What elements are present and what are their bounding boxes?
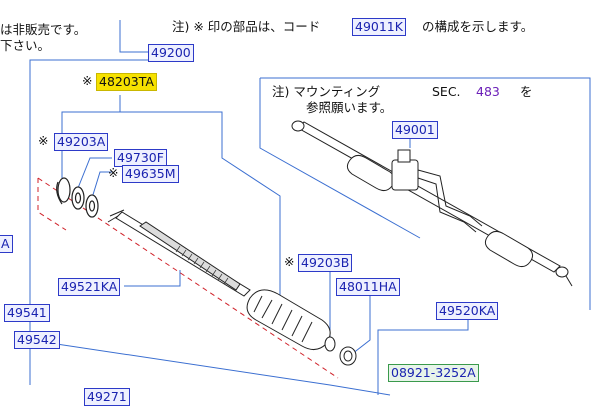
part-48203ta[interactable]: 48203TA — [96, 73, 157, 91]
part-49200[interactable]: 49200 — [148, 44, 194, 62]
part-08921-3252a[interactable]: 08921-3252A — [388, 364, 479, 382]
part-49541[interactable]: 49541 — [4, 304, 50, 322]
part-49203b[interactable]: 49203B — [298, 254, 353, 272]
part-49542[interactable]: 49542 — [14, 331, 60, 349]
asterisk-mark-49635m: ※ — [108, 165, 119, 180]
part-49203a[interactable]: 49203A — [54, 133, 109, 151]
bracket-48203ta-right — [120, 111, 281, 310]
rack-bar — [107, 209, 251, 297]
part-49520ka[interactable]: 49520KA — [436, 302, 499, 320]
note-please: 下さい。 — [0, 38, 51, 53]
part-edge-a[interactable]: A — [0, 235, 13, 253]
note-asterisk-suffix: の構成を示します。 — [422, 19, 534, 34]
asterisk-mark-49203b: ※ — [284, 254, 295, 269]
rack-teeth — [175, 245, 229, 285]
part-bottom-partial[interactable]: 49271 — [84, 388, 130, 406]
part-49635m[interactable]: 49635M — [122, 165, 179, 183]
note-mounting-suffix: を — [520, 84, 533, 99]
boot — [246, 289, 357, 366]
asterisk-mark-48203ta: ※ — [82, 73, 93, 88]
frame-bottom — [29, 339, 391, 396]
frame-49001-left — [259, 78, 421, 239]
steering-gear — [291, 120, 573, 287]
cut-line — [37, 177, 339, 379]
note-asterisk-prefix: 注) ※ 印の部品は、コード — [172, 19, 321, 34]
leader-49730f — [77, 157, 112, 189]
leader-49200 — [119, 20, 148, 53]
washers — [56, 177, 99, 218]
part-48011ha[interactable]: 48011HA — [336, 278, 400, 296]
note-mounting-line2: 参照願います。 — [306, 100, 393, 115]
note-mounting-prefix: 注) マウンティング — [272, 84, 381, 99]
note-not-sold: は非販売です。 — [0, 22, 87, 37]
frame-left — [29, 59, 160, 385]
leader-49635m — [91, 171, 112, 199]
asterisk-mark-49203a: ※ — [38, 133, 49, 148]
leader-48011ha — [351, 294, 371, 355]
part-49001[interactable]: 49001 — [392, 121, 438, 139]
leader-49520ka — [377, 318, 469, 395]
part-49730f[interactable]: 49730F — [114, 149, 167, 167]
leader-49521ka — [124, 270, 181, 287]
cut-line-left — [37, 178, 67, 231]
frame-49001-top — [260, 77, 591, 310]
sec-483-link[interactable]: 483 — [476, 84, 500, 99]
part-49011k-link[interactable]: 49011K — [352, 18, 406, 36]
note-mounting-sec: SEC. — [432, 84, 461, 99]
part-49521ka[interactable]: 49521KA — [58, 278, 121, 296]
